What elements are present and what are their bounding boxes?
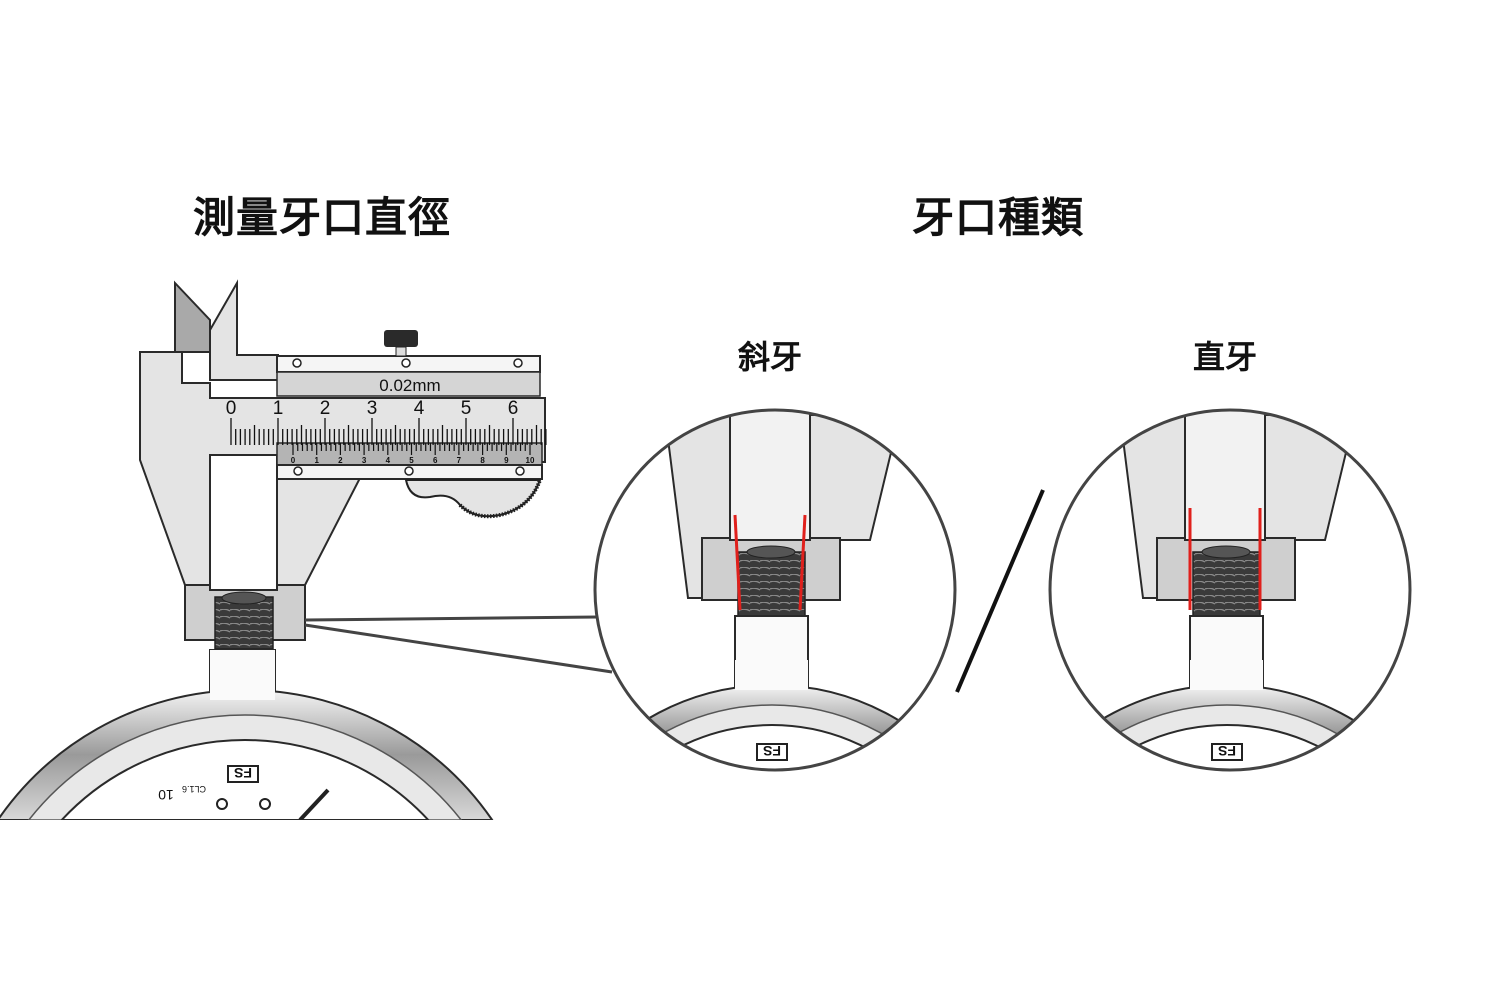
label-straight-thread: 直牙 [1193, 338, 1258, 376]
zoom1-brand-logo: FS [763, 743, 781, 759]
resolution-label: 0.02mm [379, 376, 440, 395]
main-scale-label: 4 [414, 398, 425, 419]
pressure-gauge: FS CL1.6 10 [0, 649, 494, 820]
title-measure-thread-diameter: 測量牙口直徑 [193, 193, 452, 242]
vernier-scale-label: 2 [338, 456, 343, 465]
callout-line-bottom [304, 623, 613, 674]
zoom-straight-thread: FS [1048, 408, 1412, 772]
vernier-scale-label: 7 [457, 456, 462, 465]
threaded-fitting [214, 596, 274, 650]
vernier-scale-label: 10 [526, 456, 535, 465]
main-scale-label: 3 [367, 398, 378, 419]
gauge-needle [298, 788, 330, 820]
thumb-wheel [404, 479, 542, 518]
callout-line-top [304, 615, 599, 622]
vernier-caliper: 0.02mm 0 1 2 3 4 5 6 0 1 2 3 4 5 6 7 8 9 10 [139, 279, 547, 650]
zoom2-brand-logo: FS [1218, 743, 1236, 759]
lock-screw-knob [384, 330, 418, 347]
vernier-scale-label: 1 [314, 456, 319, 465]
vernier-scale-label: 5 [409, 456, 414, 465]
main-scale-label: 1 [273, 398, 284, 419]
vernier-scale-ticks [292, 443, 531, 455]
tapered-highlight-left [733, 514, 742, 611]
upper-fixed-jaw [174, 280, 211, 353]
main-scale-ticks [230, 418, 547, 445]
gauge-brand-logo: FS [234, 765, 252, 781]
vernier-scale-label: 0 [291, 456, 296, 465]
tapered-highlight-right [798, 514, 807, 611]
main-scale-label: 6 [508, 398, 519, 419]
label-tapered-thread: 斜牙 [738, 338, 803, 376]
main-scale-label: 0 [226, 398, 237, 419]
gauge-dial-number: 10 [158, 787, 174, 803]
upper-slider-jaw [209, 279, 279, 381]
zoom-tapered-thread: FS [593, 408, 957, 772]
vernier-scale-label: 8 [480, 456, 485, 465]
slider-label-plate [276, 371, 541, 397]
main-scale-label: 5 [461, 398, 472, 419]
vernier-scale-label: 6 [433, 456, 438, 465]
main-scale-labels: 0 1 2 3 4 5 6 [226, 398, 519, 419]
vernier-scale-label: 3 [362, 456, 367, 465]
vernier-scale-label: 4 [386, 456, 391, 465]
main-scale-label: 2 [320, 398, 331, 419]
divider-slash [955, 489, 1045, 693]
screws [292, 358, 525, 476]
gauge-accuracy-class: CL1.6 [182, 784, 206, 794]
vernier-scale-labels: 0 1 2 3 4 5 6 7 8 9 10 [291, 456, 535, 465]
title-thread-types: 牙口種類 [912, 193, 1085, 242]
vernier-scale-label: 9 [504, 456, 509, 465]
